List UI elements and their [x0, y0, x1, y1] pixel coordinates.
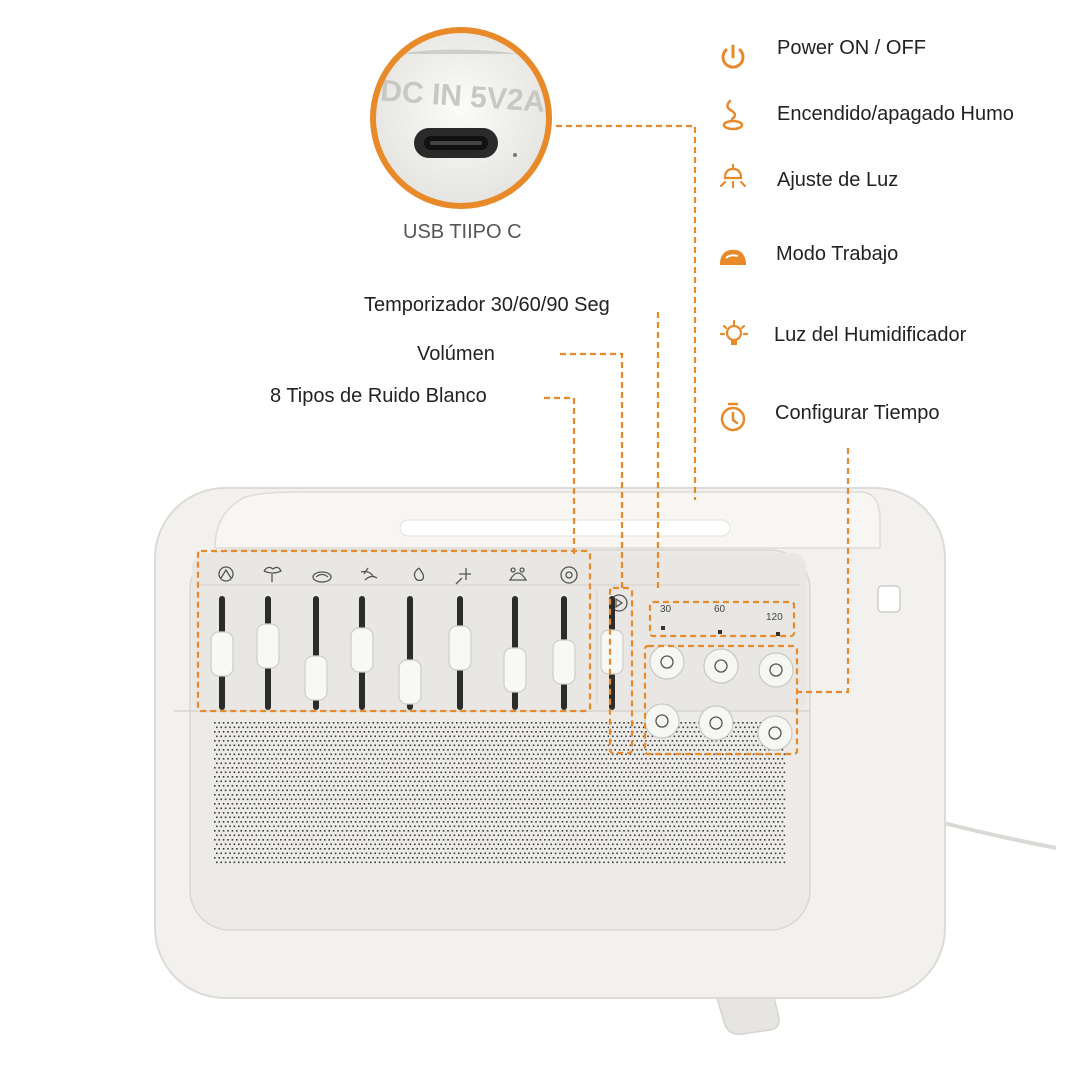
- work-mode-icon: [720, 249, 746, 265]
- callout-lines: [196, 124, 850, 756]
- control-button[interactable]: [758, 652, 794, 688]
- legend-label-humidifier-light: Luz del Humidificador: [774, 324, 967, 346]
- noise-callout: 8 Tipos de Ruido Blanco: [270, 385, 487, 407]
- control-button[interactable]: [644, 703, 680, 739]
- timer-mark-120: 120: [766, 612, 783, 623]
- legend-label-config-time: Configurar Tiempo: [775, 402, 940, 424]
- control-button[interactable]: [757, 715, 793, 751]
- smoke-icon: [722, 99, 744, 131]
- slider[interactable]: [256, 596, 280, 710]
- control-button[interactable]: [703, 648, 739, 684]
- timer-icon: [720, 402, 746, 432]
- slider[interactable]: [503, 596, 527, 710]
- control-area: [192, 553, 806, 711]
- slider[interactable]: [552, 596, 576, 710]
- legend-label-power: Power ON / OFF: [777, 37, 926, 59]
- slider[interactable]: [210, 596, 234, 710]
- control-button[interactable]: [649, 644, 685, 680]
- slider[interactable]: [304, 596, 328, 710]
- slider[interactable]: [448, 596, 472, 710]
- power-cord: [939, 820, 1057, 850]
- timer-callout: Temporizador 30/60/90 Seg: [364, 294, 610, 316]
- volume-callout: Volúmen: [417, 343, 495, 365]
- control-button[interactable]: [698, 705, 734, 741]
- noise-icons-row: [218, 566, 628, 612]
- power-icon: [721, 44, 745, 69]
- usb-zoom-ring: [370, 27, 552, 209]
- timer-mark-30: 30: [660, 604, 672, 615]
- usb-zoom: DC IN 5V2A: [373, 30, 549, 206]
- usb-label: USB TIIPO C: [403, 221, 522, 243]
- lamp-icon: [719, 164, 747, 189]
- legend-label-work-mode: Modo Trabajo: [776, 243, 899, 265]
- slider[interactable]: [350, 596, 374, 710]
- timer-mark-60: 60: [714, 604, 726, 615]
- noise-sliders: [210, 596, 624, 710]
- top-slot: [399, 519, 731, 537]
- legend-label-smoke: Encendido/apagado Humo: [777, 103, 1014, 125]
- humidifier-light-icon: [719, 319, 749, 345]
- control-buttons: [644, 644, 794, 751]
- side-handle: [877, 585, 901, 613]
- legend-label-light: Ajuste de Luz: [777, 169, 899, 191]
- slider[interactable]: [398, 596, 422, 710]
